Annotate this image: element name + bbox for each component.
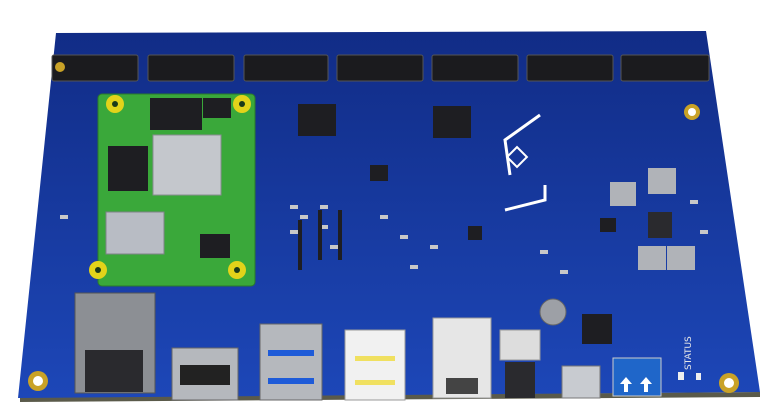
inductor	[638, 246, 666, 270]
module-emmc	[105, 211, 165, 255]
module-soc-shield	[152, 134, 222, 196]
ic-chip	[370, 165, 388, 181]
status-led	[696, 373, 701, 380]
smd-components	[60, 200, 708, 274]
module-chip	[108, 146, 148, 191]
usb-b-opening	[446, 378, 478, 394]
board-logo	[503, 113, 547, 212]
corner-mount-holes	[28, 62, 739, 393]
usb3-tongue	[268, 378, 314, 384]
ic-chip	[468, 226, 482, 240]
m2-slot	[147, 54, 235, 82]
voltage-regulator	[582, 314, 612, 344]
ic-chip	[600, 218, 616, 232]
barrel-jack	[505, 362, 535, 398]
m2-slot	[431, 54, 519, 82]
m2-slot	[526, 54, 614, 82]
resistor-arrays	[298, 210, 342, 270]
usb-c-port	[561, 365, 601, 399]
m2-slot	[336, 54, 424, 82]
m2-connectors	[51, 54, 710, 82]
arrow-icon	[620, 377, 652, 392]
usb2-tongue	[355, 380, 395, 385]
status-led	[678, 372, 684, 380]
m2-slot	[620, 54, 710, 82]
ic-chip	[433, 106, 471, 138]
m2-slot	[243, 54, 329, 82]
ic-chip	[648, 212, 672, 238]
usb2-port	[344, 329, 406, 401]
module-chip	[200, 234, 230, 258]
m2-slot	[51, 54, 139, 82]
inductor	[667, 246, 695, 270]
usb3-port	[259, 323, 323, 401]
usb2-tongue	[355, 356, 395, 361]
module-chip	[203, 98, 231, 118]
screw-terminal	[612, 357, 662, 397]
capacitor	[539, 298, 567, 326]
usb3-tongue	[268, 350, 314, 356]
status-label: STATUS	[684, 336, 694, 370]
ethernet-port	[85, 350, 143, 392]
module-chip	[150, 98, 202, 130]
inductor	[610, 182, 636, 206]
inductor	[648, 168, 676, 194]
pin-header	[499, 329, 541, 361]
ic-chip	[298, 104, 336, 136]
hdmi-opening	[180, 365, 230, 385]
